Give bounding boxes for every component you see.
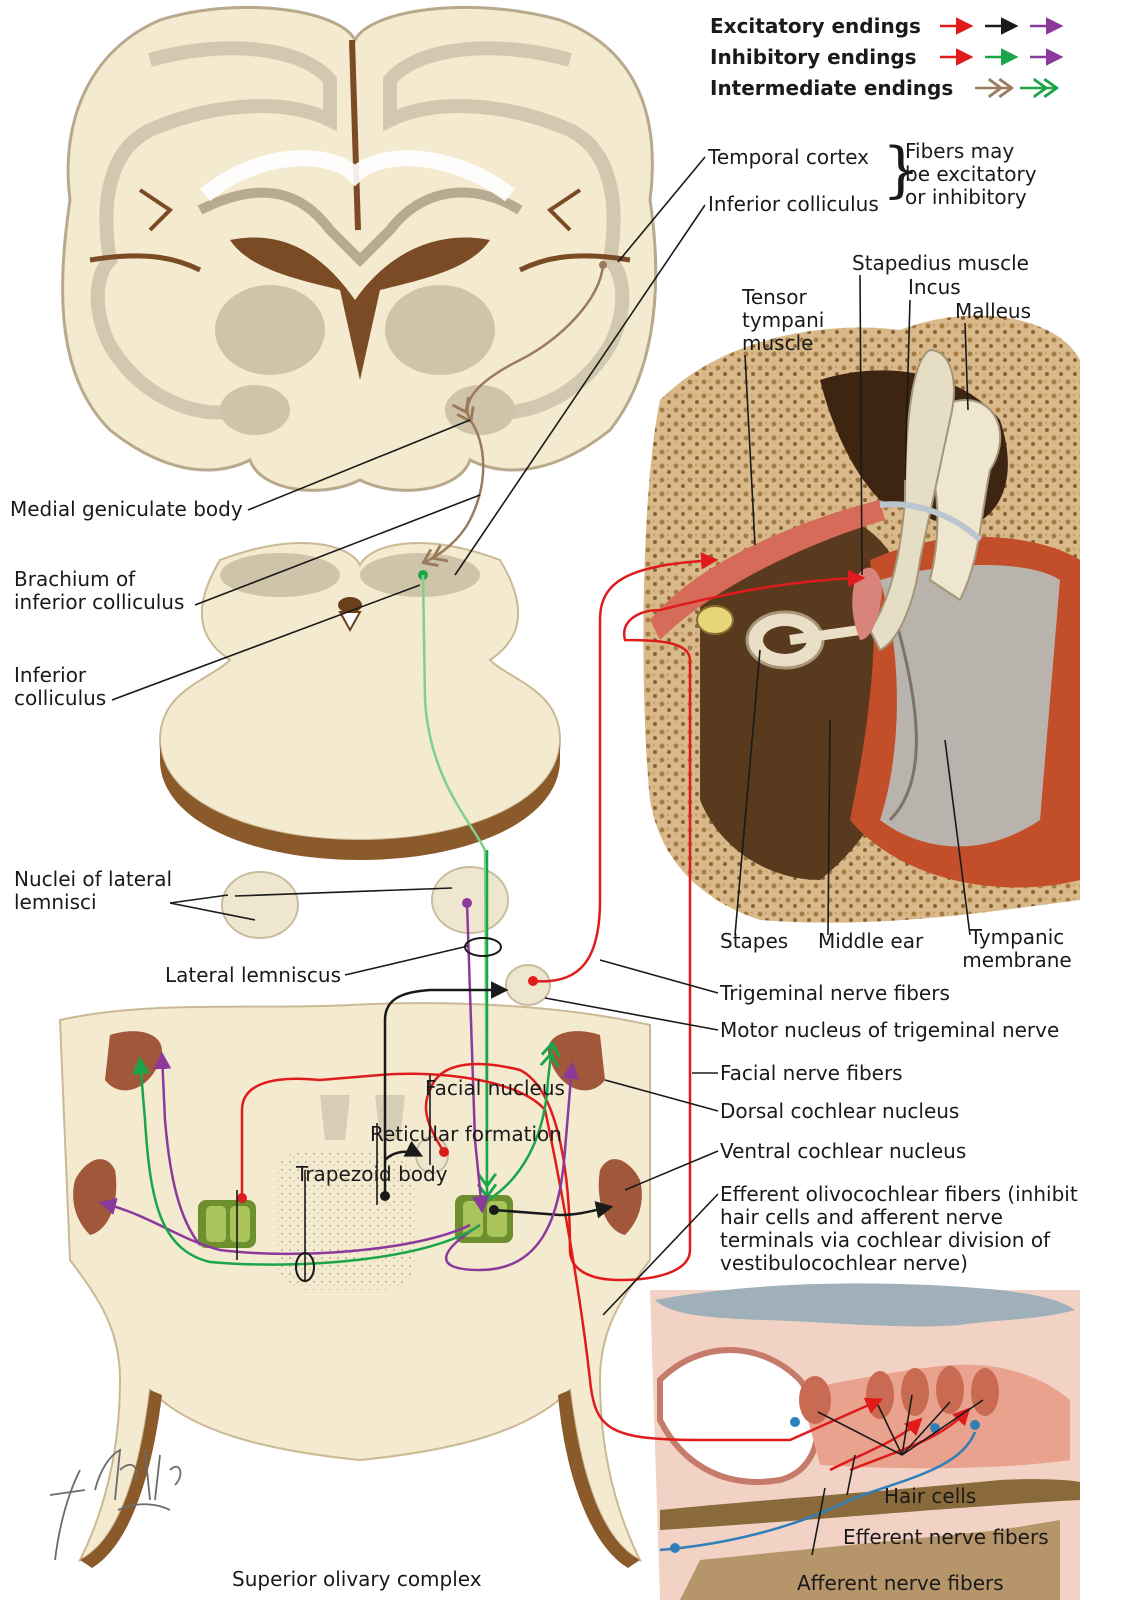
- label-incus: Incus: [908, 276, 961, 299]
- legend-arrows: [940, 26, 1060, 88]
- label-medial-geniculate: Medial geniculate body: [10, 498, 243, 521]
- label-facial-nerve-fibers: Facial nerve fibers: [720, 1062, 903, 1085]
- label-stapedius-muscle: Stapedius muscle: [852, 252, 1029, 275]
- label-facial-nucleus: Facial nucleus: [425, 1077, 565, 1100]
- label-trigeminal-fibers: Trigeminal nerve fibers: [720, 982, 950, 1005]
- label-temporal-cortex: Temporal cortex: [708, 146, 869, 169]
- label-tympanic-membrane: Tympanic membrane: [962, 926, 1072, 972]
- cochlea-inset: [650, 1283, 1080, 1600]
- label-efferent-olivocochlear: Efferent olivocochlear fibers (inhibit h…: [720, 1183, 1080, 1275]
- label-ventral-cochlear: Ventral cochlear nucleus: [720, 1140, 966, 1163]
- midbrain-section: [160, 543, 560, 860]
- middle-ear-illustration: [643, 316, 1080, 923]
- label-lateral-lemniscus: Lateral lemniscus: [165, 964, 341, 987]
- label-reticular-formation: Reticular formation: [370, 1123, 562, 1146]
- label-superior-olivary: Superior olivary complex: [232, 1568, 482, 1591]
- label-malleus: Malleus: [955, 300, 1031, 323]
- superior-olive-left: [198, 1200, 256, 1248]
- label-hair-cells: Hair cells: [884, 1485, 976, 1508]
- label-dorsal-cochlear: Dorsal cochlear nucleus: [720, 1100, 959, 1123]
- label-nuclei-lateral-lemnisci: Nuclei of lateral lemnisci: [14, 868, 174, 914]
- legend-intermediate: Intermediate endings: [710, 76, 953, 100]
- label-middle-ear: Middle ear: [818, 930, 923, 953]
- coronal-brain-section: [63, 7, 656, 490]
- label-trapezoid-body: Trapezoid body: [296, 1163, 448, 1186]
- label-motor-nucleus-trigeminal: Motor nucleus of trigeminal nerve: [720, 1019, 1059, 1042]
- label-tensor-tympani: Tensor tympani muscle: [742, 286, 832, 355]
- legend-inhibitory: Inhibitory endings: [710, 45, 917, 69]
- label-fibers-note: Fibers may be excitatory or inhibitory: [905, 140, 1045, 209]
- label-inferior-colliculus: Inferior colliculus: [14, 664, 114, 710]
- label-inferior-colliculus-top: Inferior colliculus: [708, 193, 879, 216]
- label-stapes: Stapes: [720, 930, 788, 953]
- label-afferent-nerve-fibers: Afferent nerve fibers: [797, 1572, 1004, 1595]
- label-brachium: Brachium of inferior colliculus: [14, 568, 199, 614]
- label-efferent-nerve-fibers: Efferent nerve fibers: [843, 1526, 1049, 1549]
- legend-excitatory: Excitatory endings: [710, 14, 921, 38]
